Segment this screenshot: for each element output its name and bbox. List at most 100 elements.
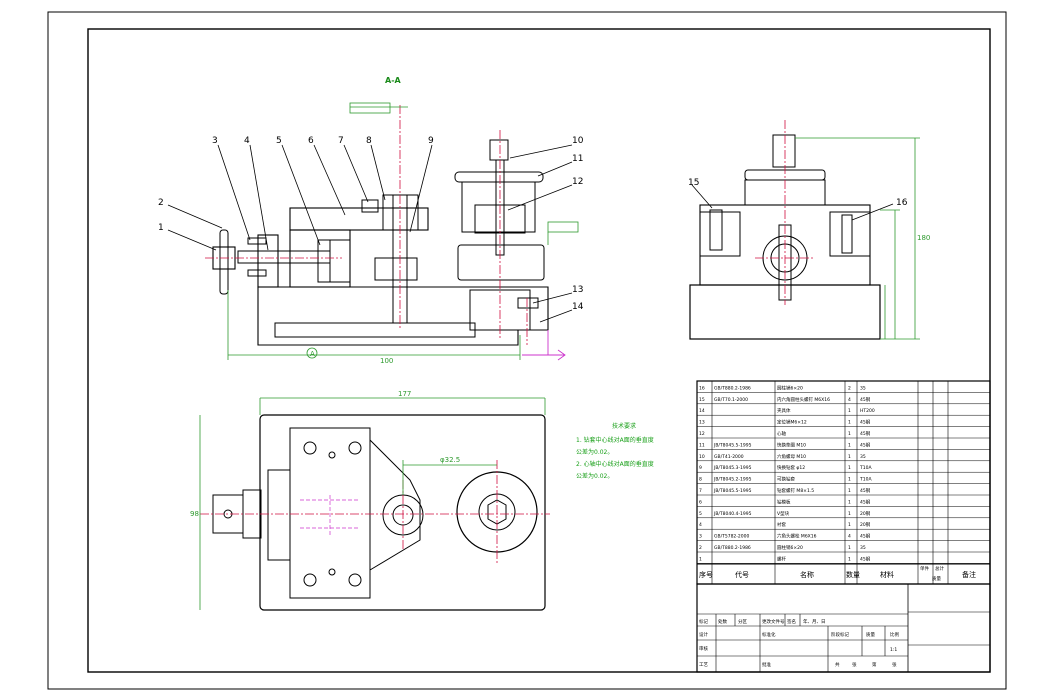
bom-cell-mat: 45钢 <box>860 396 871 403</box>
bom-header-single: 单件 <box>920 565 929 572</box>
part-label: 7 <box>338 136 344 146</box>
bom-cell-name: 衬套 <box>777 521 786 528</box>
bom-cell-mat: HT200 <box>860 408 875 414</box>
bom-cell-name: 快换垫圈 M10 <box>777 441 806 448</box>
part-label: 9 <box>428 136 434 146</box>
part-labels: 1 2 3 4 5 6 7 8 9 10 11 12 13 14 15 16 <box>158 136 908 312</box>
tb-mark: 标记 <box>699 618 708 625</box>
bom-cell-no: 3 <box>699 534 702 540</box>
bom-cell-name: 钻套螺钉 M8×1.5 <box>777 487 814 494</box>
leaders-front <box>167 144 573 323</box>
bom-cell-name: 内六角圆柱头螺钉 M6X16 <box>777 396 830 403</box>
tb-total: 共 <box>835 661 840 668</box>
bom-cell-name: 快换钻套 φ12 <box>777 464 805 471</box>
bom-cell-no: 14 <box>699 408 705 414</box>
bom-cell-name: 心轴 <box>777 430 786 437</box>
bom-cell-no: 1 <box>699 556 702 562</box>
bom-cell-mat: 35 <box>860 545 866 551</box>
bom-cell-no: 11 <box>699 442 705 448</box>
bom-cell-name: 螺杆 <box>777 555 786 562</box>
bom-cell-code: JB/T8040.4-1995 <box>713 511 752 517</box>
dim-side-h: 180 <box>917 234 930 242</box>
bom-cell-qty: 4 <box>848 534 851 540</box>
tb-scale: 比例 <box>890 631 899 638</box>
dim-top-w: 100 <box>380 357 393 365</box>
bom-cell-mat: 35 <box>860 385 866 391</box>
bom-cell-mat: 35 <box>860 454 866 460</box>
bom-cell-name: 六角头螺栓 M6X16 <box>777 533 817 540</box>
bom-cell-code: GB/T70.1-2000 <box>714 397 748 403</box>
bom-cell-qty: 1 <box>848 408 851 414</box>
tb-scale-value: 1:1 <box>890 647 897 653</box>
bom-cell-code: JB/T8045.2-1995 <box>713 477 752 483</box>
tb-approve: 批准 <box>762 661 771 668</box>
bom-header-qty: 数量 <box>846 570 860 579</box>
tb-process: 工艺 <box>699 662 708 668</box>
tb-standard: 标准化 <box>762 631 776 638</box>
bom-cell-qty: 1 <box>848 545 851 551</box>
bom-cell-no: 7 <box>699 488 702 494</box>
part-label: 5 <box>276 136 282 146</box>
bom-cell-qty: 1 <box>848 511 851 517</box>
bom-cell-no: 6 <box>699 499 702 505</box>
bom-cell-qty: 1 <box>848 420 851 426</box>
part-label: 3 <box>212 136 218 146</box>
tb-change-doc: 更改文件号 <box>762 618 785 625</box>
part-label: 8 <box>366 136 372 146</box>
title-block: 标记 处数 分区 更改文件号 签名 年、月、日 设计 标准化 阶段标记 质量 比… <box>696 583 991 673</box>
bom-cell-name: 圆柱销6×20 <box>777 384 803 391</box>
bom-cell-code: GB/T41-2000 <box>714 454 744 460</box>
bom-cell-name: V型块 <box>777 510 790 517</box>
plan-view: 177 98 φ32.5 <box>190 390 550 611</box>
tb-stage: 阶段标记 <box>831 631 849 638</box>
tech-req-title: 技术要求 <box>612 422 636 430</box>
bom-cell-mat: 45钢 <box>860 555 871 562</box>
bom-cell-code: JB/T8045.5-1995 <box>713 442 752 448</box>
bom-cell-name: 钻模板 <box>777 498 791 505</box>
bom-cell-name: 六角螺母 M10 <box>777 453 806 460</box>
bom-cell-qty: 1 <box>848 477 851 483</box>
bom-cell-code: JB/T8045.5-1995 <box>713 488 752 494</box>
bom-cell-code: JB/T8045.3-1995 <box>713 465 752 471</box>
part-label: 2 <box>158 198 164 208</box>
bom-header-name: 名称 <box>800 570 814 579</box>
bom-header-total: 总计 <box>935 565 944 572</box>
bom-cell-qty: 1 <box>848 556 851 562</box>
bom-cell-qty: 1 <box>848 442 851 448</box>
bom-cell-name: 定位销M6×12 <box>777 419 807 426</box>
bom-cell-mat: 45钢 <box>860 441 871 448</box>
bom-cell-mat: 45钢 <box>860 430 871 437</box>
bom-cell-name: 圆柱销6×20 <box>777 544 803 551</box>
section-label: A-A <box>385 76 402 85</box>
bom-cell-qty: 1 <box>848 522 851 528</box>
tb-date: 年、月、日 <box>803 618 826 625</box>
bom-cell-no: 10 <box>699 454 705 460</box>
tb-mass: 质量 <box>866 631 875 638</box>
bom-cell-mat: 45钢 <box>860 487 871 494</box>
bom-cell-no: 13 <box>699 420 705 426</box>
part-label: 1 <box>158 223 164 233</box>
dim-plan-w: 177 <box>398 390 411 398</box>
bom-cell-code: GB/T880.2-1986 <box>714 385 751 391</box>
bom-cell-qty: 1 <box>848 488 851 494</box>
bom-cell-qty: 4 <box>848 397 851 403</box>
tb-review: 审核 <box>699 645 708 652</box>
bom-cell-mat: 20钢 <box>860 521 871 528</box>
bom-cell-qty: 1 <box>848 454 851 460</box>
bom-header-seq: 序号 <box>699 570 713 579</box>
bom-cell-qty: 1 <box>848 465 851 471</box>
bom-cell-no: 8 <box>699 477 702 483</box>
tech-req-line: 1. 钻套中心线对A面的垂直度 <box>576 436 654 444</box>
tb-zone: 分区 <box>738 618 747 625</box>
part-label: 14 <box>572 302 584 312</box>
tech-req-line: 公差为0.02。 <box>576 472 613 480</box>
bom-cell-no: 16 <box>699 385 705 391</box>
bom-header-material: 材料 <box>880 570 894 579</box>
inner-frame <box>87 28 991 673</box>
tb-sheet1: 张 <box>852 661 857 668</box>
tb-design: 设计 <box>699 631 708 638</box>
tech-req-line: 公差为0.02。 <box>576 448 613 456</box>
part-label: 13 <box>572 285 583 295</box>
bom-cell-code: GB/T880.2-1986 <box>714 545 751 551</box>
